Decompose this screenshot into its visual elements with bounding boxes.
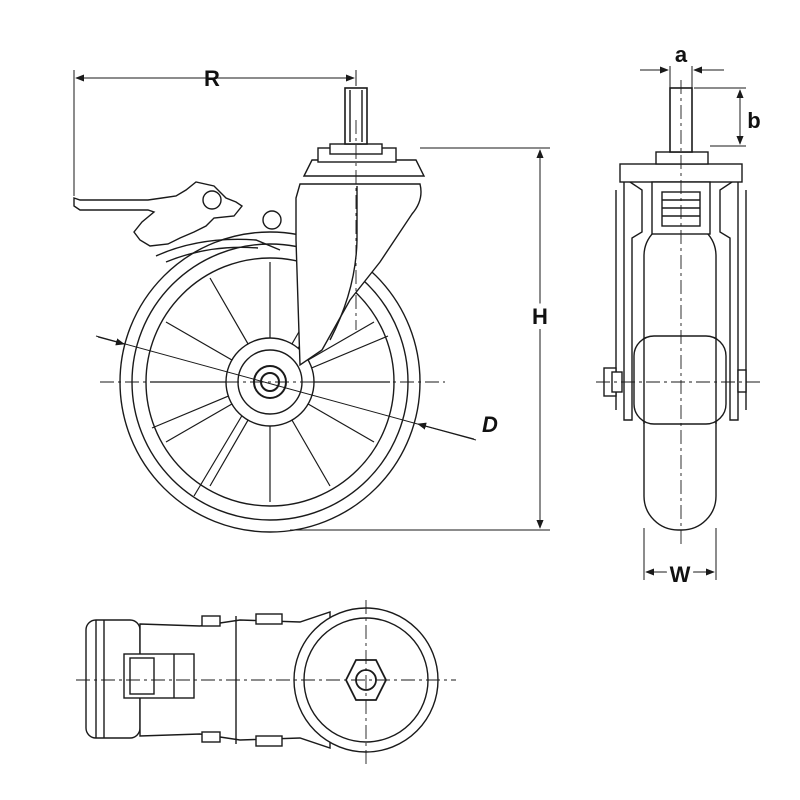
dimension-D-label: D <box>482 412 498 437</box>
dimension-b <box>694 87 746 147</box>
dimension-R-label: R <box>204 66 220 91</box>
front-fork-left <box>623 176 643 421</box>
swivel-plate <box>302 159 426 177</box>
top-view <box>76 600 456 766</box>
dimension-a <box>640 66 724 88</box>
fork-inner-line <box>329 186 358 341</box>
dimension-a-label: a <box>675 42 688 67</box>
brake-pivot-small <box>262 210 282 230</box>
center-lines <box>100 120 445 383</box>
side-view <box>73 87 445 533</box>
top-brake-block <box>123 653 195 699</box>
dimension-W <box>643 528 717 580</box>
front-fork-right <box>719 176 739 421</box>
brake-pedal <box>73 181 244 247</box>
dimension-D <box>95 335 477 441</box>
threaded-stem <box>344 87 368 145</box>
brake-arm-2 <box>165 246 259 263</box>
brake-arm <box>155 238 281 257</box>
dimension-R <box>73 70 357 196</box>
dimension-W-label: W <box>670 562 691 587</box>
dimension-H-label: H <box>532 304 548 329</box>
dimension-H <box>290 147 550 531</box>
front-nut <box>655 151 709 165</box>
front-view <box>596 80 760 545</box>
front-wheel-hub <box>633 335 727 425</box>
brake-pivot <box>202 190 222 210</box>
top-center-lines <box>76 600 456 766</box>
fork-body <box>295 183 422 367</box>
front-center-lines <box>596 80 760 545</box>
dimension-b-label: b <box>747 108 760 133</box>
